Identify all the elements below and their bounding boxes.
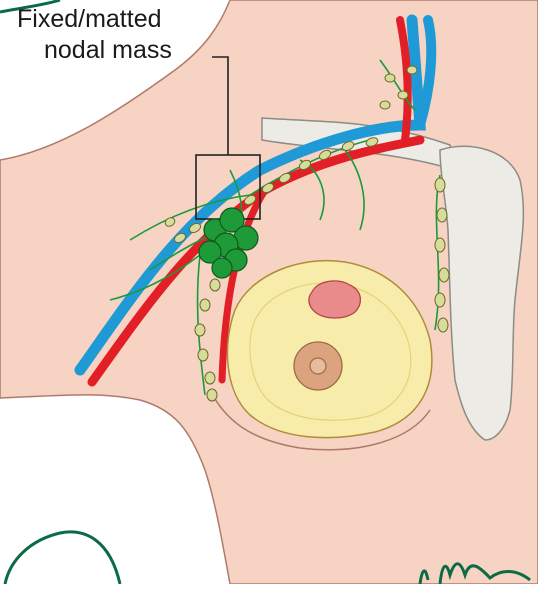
tumor <box>309 281 361 318</box>
handwritten-loop-mark <box>5 532 120 584</box>
nipple <box>310 358 326 374</box>
callout-label-line1: Fixed/matted <box>17 7 162 32</box>
callout-label-line2: nodal mass <box>44 38 172 63</box>
